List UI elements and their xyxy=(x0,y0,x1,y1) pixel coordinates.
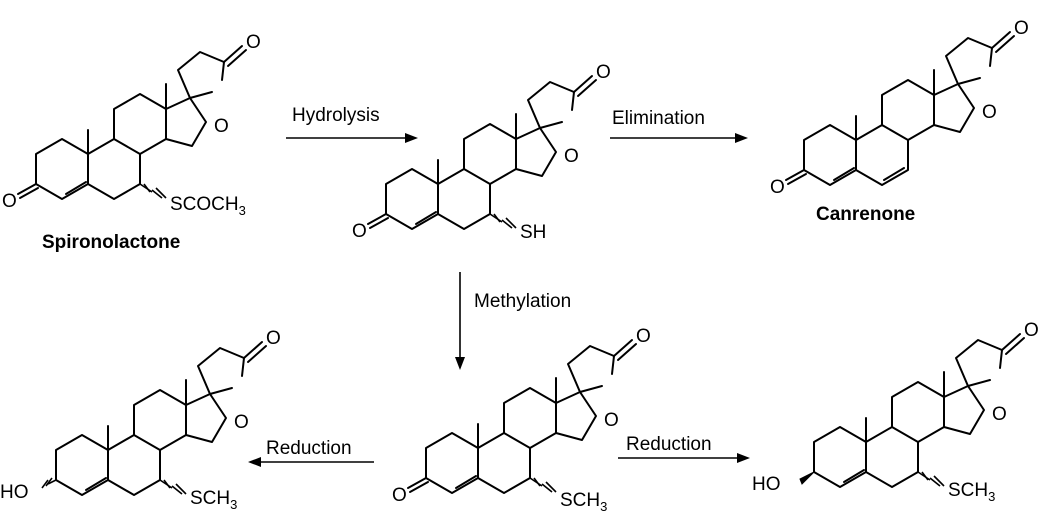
elimination-label: Elimination xyxy=(612,108,705,129)
elimination-arrow: Elimination xyxy=(610,108,748,143)
methylation-arrow: Methylation xyxy=(455,272,571,370)
ketone-oxygen: O xyxy=(392,485,407,506)
lactone-oxygen: O xyxy=(214,116,229,137)
lactone-oxygen: O xyxy=(234,412,249,433)
compound-reduced-alpha: HO SCH3 O O xyxy=(0,328,281,512)
ketone-oxygen: O xyxy=(2,191,17,212)
reduction-right-label: Reduction xyxy=(626,434,712,455)
carbonyl-oxygen: O xyxy=(246,32,261,53)
reduction-left-arrow: Reduction xyxy=(248,438,374,467)
substituent-label: SCH3 xyxy=(190,488,237,512)
reduction-left-label: Reduction xyxy=(266,438,352,459)
compound-reduced-beta: HO SCH3 O O xyxy=(752,320,1039,504)
compound-canrenone: O O O Canrenone xyxy=(770,18,1029,225)
reduction-right-arrow: Reduction xyxy=(618,434,750,463)
compound-thiol-intermediate: O SH O O xyxy=(352,62,611,243)
ketone-oxygen: O xyxy=(352,221,367,242)
lactone-oxygen: O xyxy=(982,102,997,123)
substituent-label: SCH3 xyxy=(948,480,995,504)
substituent-label: SCH3 xyxy=(560,490,607,514)
hydrolysis-label: Hydrolysis xyxy=(292,105,380,126)
hydroxyl-label: HO xyxy=(752,474,781,495)
compound-name: Canrenone xyxy=(816,204,915,225)
methylation-label: Methylation xyxy=(474,291,571,312)
carbonyl-oxygen: O xyxy=(1024,320,1039,341)
lactone-oxygen: O xyxy=(564,146,579,167)
substituent-label: SCOCH3 xyxy=(170,194,246,218)
compound-spironolactone: O SCOCH3 O O Spironolactone xyxy=(2,32,261,253)
hydroxyl-label: HO xyxy=(0,482,29,503)
lactone-oxygen: O xyxy=(604,410,619,431)
hydrolysis-arrow: Hydrolysis xyxy=(286,105,418,143)
lactone-oxygen: O xyxy=(992,404,1007,425)
carbonyl-oxygen: O xyxy=(636,326,651,347)
ketone-oxygen: O xyxy=(770,177,785,198)
carbonyl-oxygen: O xyxy=(266,328,281,349)
substituent-label: SH xyxy=(520,222,546,243)
carbonyl-oxygen: O xyxy=(1014,18,1029,39)
carbonyl-oxygen: O xyxy=(596,62,611,83)
compound-thiomethyl: O SCH3 O O xyxy=(392,326,651,514)
compound-name: Spironolactone xyxy=(42,232,180,253)
